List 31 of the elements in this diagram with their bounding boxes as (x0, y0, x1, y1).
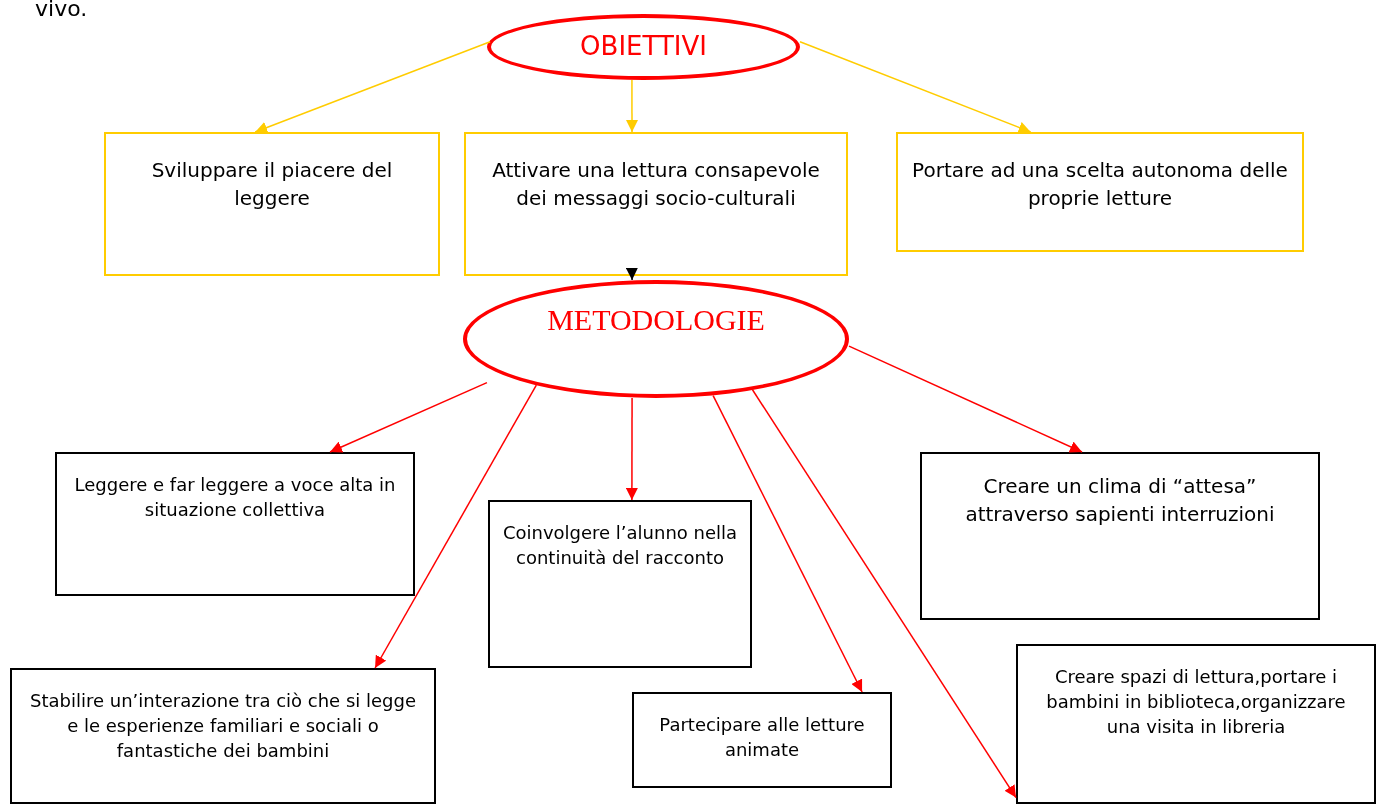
arrow (625, 397, 638, 501)
arrow (254, 40, 491, 134)
rectangle-node (1016, 644, 1376, 804)
rectangle-node (632, 692, 892, 788)
node-title: METODOLOGIE (547, 302, 765, 338)
rectangle-node (104, 132, 440, 276)
rectangle-node (488, 500, 752, 668)
arrow (751, 389, 1017, 799)
node-text: Sviluppare il piacere del leggere (150, 157, 394, 212)
node-text: Creare spazi di lettura,portare i bambini in biblioteca,organizzare una visita in libreria (1045, 665, 1347, 740)
node-text: Creare un clima di “attesa” attraverso sapienti interruzioni (964, 473, 1276, 528)
arrow (625, 267, 638, 281)
node-text: Attivare una lettura consapevole dei messaggi socio-culturali (491, 157, 821, 212)
node-text: Portare ad una scelta autonoma delle proprie letture (911, 157, 1289, 212)
node-text: Coinvolgere l’alunno nella continuità del racconto (501, 521, 739, 571)
rectangle-node (920, 452, 1320, 620)
rectangle-node (464, 132, 848, 276)
node-text: Partecipare alle letture animate (658, 713, 866, 763)
arrow (626, 79, 638, 133)
arrow (799, 40, 1032, 134)
rectangle-node (55, 452, 415, 596)
rectangle-node (896, 132, 1304, 252)
text-fragment: vivo. (35, 0, 88, 21)
arrow (848, 345, 1083, 453)
node-text: Leggere e far leggere a voce alta in situazione collettiva (73, 473, 397, 523)
arrow (712, 394, 863, 693)
arrow (374, 384, 538, 669)
arrow (329, 381, 488, 453)
node-title: OBIETTIVI (580, 31, 707, 63)
node-text: Stabilire un’interazione tra ciò che si legge e le esperienze familiari e sociali o fantastiche dei bambini (29, 689, 417, 764)
rectangle-node (10, 668, 436, 804)
